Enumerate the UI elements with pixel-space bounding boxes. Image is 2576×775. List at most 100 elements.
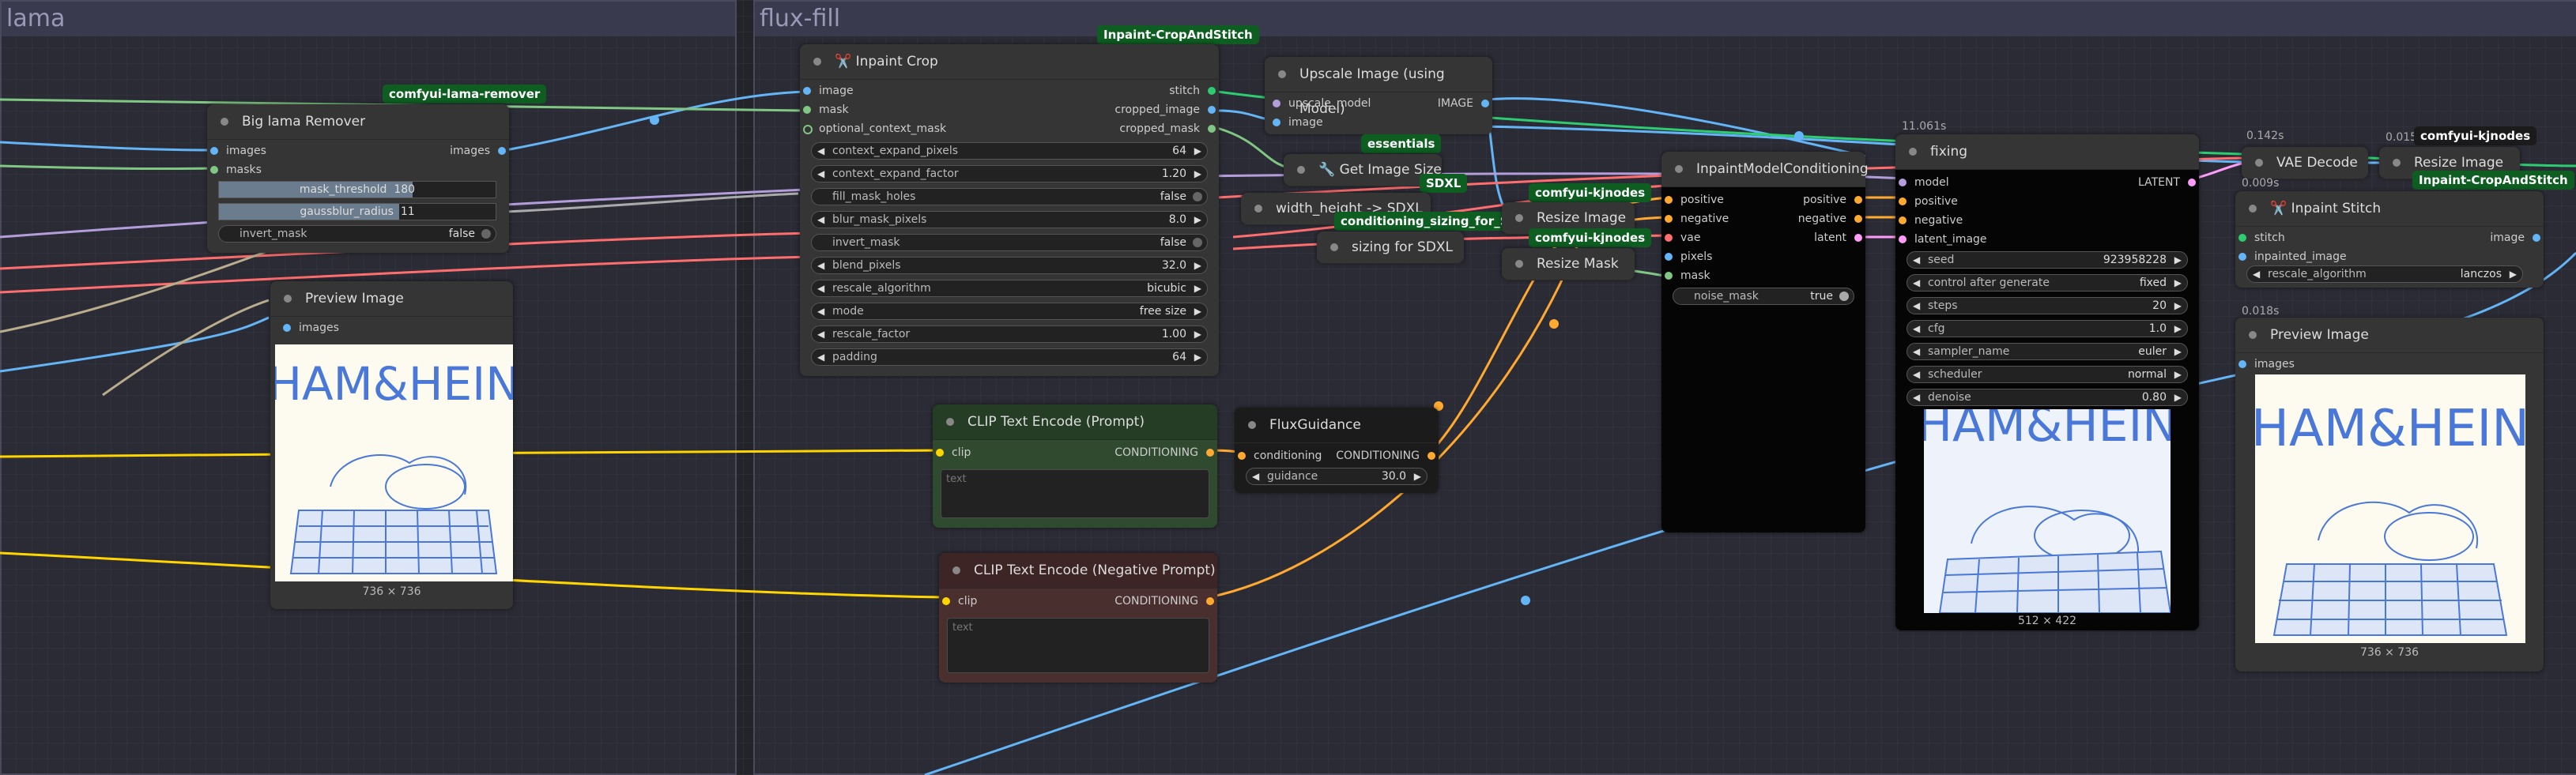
output-negative[interactable]: negative [1798, 212, 1862, 226]
slider-gaussblur-radius[interactable]: gaussblur_radius 11 [218, 203, 496, 220]
node-title[interactable]: Upscale Image (using Model) [1265, 57, 1492, 117]
output-cropped-image[interactable]: cropped_image [1115, 103, 1216, 117]
node-vae-decode[interactable]: VAE Decode [2242, 147, 2368, 179]
input-conditioning[interactable]: conditioning [1238, 449, 1322, 463]
input-positive[interactable]: positive [1665, 193, 1724, 207]
node-sizing-for-sdxl[interactable]: sizing for SDXL [1317, 231, 1464, 264]
output-image[interactable]: IMAGE [1438, 96, 1489, 111]
output-stitch[interactable]: stitch [1169, 84, 1216, 98]
input-model[interactable]: model [1899, 175, 1949, 190]
input-vae[interactable]: vae [1665, 231, 1700, 245]
node-get-image-size[interactable]: 🔧 Get Image Size [1284, 154, 1442, 186]
node-title[interactable]: 🔧 Get Image Size [1284, 154, 1442, 186]
output-conditioning[interactable]: CONDITIONING [1115, 446, 1214, 460]
node-title[interactable]: VAE Decode [2242, 147, 2368, 179]
node-title[interactable]: CLIP Text Encode (Negative Prompt) [939, 553, 1217, 589]
input-images[interactable]: images [2238, 357, 2295, 371]
node-title[interactable]: Preview Image [2235, 318, 2544, 353]
node-resize-image[interactable]: Resize Image [1502, 202, 1635, 235]
output-latent[interactable]: LATENT [2138, 175, 2196, 190]
output-positive[interactable]: positive [1803, 193, 1862, 207]
input-image[interactable]: image [803, 84, 854, 98]
node-title[interactable]: CLIP Text Encode (Prompt) [933, 404, 1217, 440]
group-title-lama[interactable]: lama [2, 2, 735, 36]
node-inpaint-model-conditioning[interactable]: InpaintModelConditioning positive negati… [1661, 152, 1869, 532]
node-title[interactable]: ✂️ Inpaint Stitch [2235, 191, 2544, 227]
node-clip-text-encode-negative[interactable]: CLIP Text Encode (Negative Prompt) clip … [939, 553, 1217, 683]
negative-prompt-textarea[interactable]: text [947, 618, 1209, 673]
input-negative[interactable]: negative [1665, 212, 1729, 226]
input-negative[interactable]: negative [1899, 213, 1963, 228]
node-upscale-image[interactable]: Upscale Image (using Model) upscale_mode… [1265, 57, 1492, 134]
input-images[interactable]: images [283, 321, 339, 335]
node-big-lama-remover[interactable]: Big lama Remover images masks images mas… [207, 104, 509, 253]
node-flux-guidance[interactable]: FluxGuidance conditioning CONDITIONING ◀… [1235, 408, 1439, 493]
input-mask[interactable]: mask [803, 103, 849, 117]
input-stitch[interactable]: stitch [2238, 231, 2285, 245]
node-fixing-ksampler[interactable]: fixing model positive negative latent_im… [1895, 134, 2199, 630]
input-mask[interactable]: mask [1665, 269, 1710, 283]
input-inpainted-image[interactable]: inpainted_image [2238, 250, 2347, 264]
output-image[interactable]: image [2490, 231, 2540, 245]
group-title-flux-fill[interactable]: flux-fill [755, 2, 2576, 36]
output-latent[interactable]: latent [1814, 231, 1862, 245]
node-resize-mask[interactable]: Resize Mask [1502, 248, 1635, 280]
node-inpaint-stitch[interactable]: ✂️ Inpaint Stitch stitch inpainted_image… [2235, 191, 2544, 288]
node-preview-image-left[interactable]: Preview Image images HAM&HEIN 736 × 736 [270, 281, 513, 609]
node-title[interactable]: fixing [1895, 134, 2199, 170]
output-conditioning[interactable]: CONDITIONING [1336, 449, 1435, 463]
input-image[interactable]: image [1273, 115, 1323, 130]
node-preview-image-right[interactable]: Preview Image images HAM&HEIN 736 × 736 [2235, 318, 2544, 672]
node-title[interactable]: InpaintModelConditioning [1661, 152, 1869, 187]
input-clip[interactable]: clip [942, 594, 977, 608]
prompt-textarea[interactable]: text [941, 469, 1209, 518]
svg-text:HAM&HEIN: HAM&HEIN [1924, 409, 2171, 453]
node-title[interactable]: Big lama Remover [207, 104, 509, 140]
input-positive[interactable]: positive [1899, 194, 1958, 209]
node-title[interactable]: sizing for SDXL [1317, 231, 1464, 264]
output-conditioning[interactable]: CONDITIONING [1115, 594, 1214, 608]
node-title[interactable]: Resize Mask [1502, 248, 1635, 280]
input-pixels[interactable]: pixels [1665, 250, 1712, 264]
slider-mask-threshold[interactable]: mask_threshold 180 [218, 181, 496, 198]
node-title[interactable]: ✂️ Inpaint Crop [800, 44, 1219, 80]
image-size-caption: 736 × 736 [2359, 646, 2419, 659]
input-optional-context-mask[interactable]: optional_context_mask [803, 122, 946, 136]
input-clip[interactable]: clip [936, 446, 971, 460]
badge-kjnodes-resize-image: comfyui-kjnodes [1529, 183, 1652, 202]
node-title[interactable]: FluxGuidance [1235, 408, 1439, 443]
input-images[interactable]: images [210, 144, 266, 158]
node-resize-image-2[interactable]: Resize Image [2379, 147, 2520, 179]
input-upscale-model[interactable]: upscale_model [1273, 96, 1371, 111]
node-title[interactable]: Preview Image [270, 281, 513, 317]
output-images[interactable]: images [450, 144, 506, 158]
wire-image-to-preview [0, 316, 270, 373]
input-masks[interactable]: masks [210, 163, 262, 177]
output-cropped-mask[interactable]: cropped_mask [1119, 122, 1216, 136]
node-inpaint-crop[interactable]: ✂️ Inpaint Crop image mask optional_cont… [800, 44, 1219, 376]
input-latent-image[interactable]: latent_image [1899, 232, 1987, 246]
node-clip-text-encode-positive[interactable]: CLIP Text Encode (Prompt) clip CONDITION… [933, 404, 1217, 528]
